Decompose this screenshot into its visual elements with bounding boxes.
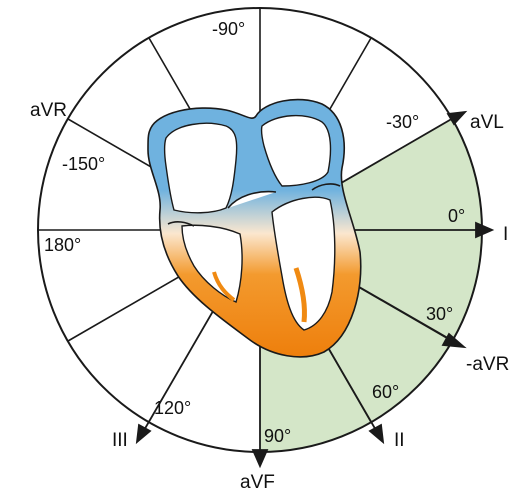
papillary-muscle <box>293 267 307 323</box>
angle-label-m30: -30° <box>386 112 419 132</box>
angle-label-180: 180° <box>44 235 81 255</box>
lead-label-avr: aVR <box>30 100 67 121</box>
papillary-muscle <box>212 271 236 302</box>
angle-label-m150: -150° <box>62 154 105 174</box>
lead-label-avf: aVF <box>240 472 275 493</box>
angle-label-60: 60° <box>372 382 399 402</box>
lead-label-ii: II <box>394 430 405 451</box>
aortic-valve <box>227 190 277 209</box>
angle-label-120: 120° <box>154 398 191 418</box>
left-atrium-chamber <box>260 114 332 187</box>
heart-illustration <box>147 98 362 358</box>
angle-label-30: 30° <box>426 304 453 324</box>
lead-label-minus-avr: -aVR <box>466 354 509 375</box>
tricuspid-valve <box>167 221 195 227</box>
mitral-valve <box>311 183 341 191</box>
angle-label-0: 0° <box>448 206 465 226</box>
lead-label-avl: aVL <box>470 112 504 133</box>
angle-label-m90: -90° <box>212 19 245 39</box>
left-ventricle-chamber <box>271 196 336 331</box>
lead-label-i: I <box>503 224 508 245</box>
angle-label-90: 90° <box>264 426 291 446</box>
lead-label-iii: III <box>112 430 128 451</box>
right-atrium-chamber <box>163 122 238 214</box>
right-ventricle-chamber <box>181 224 243 303</box>
